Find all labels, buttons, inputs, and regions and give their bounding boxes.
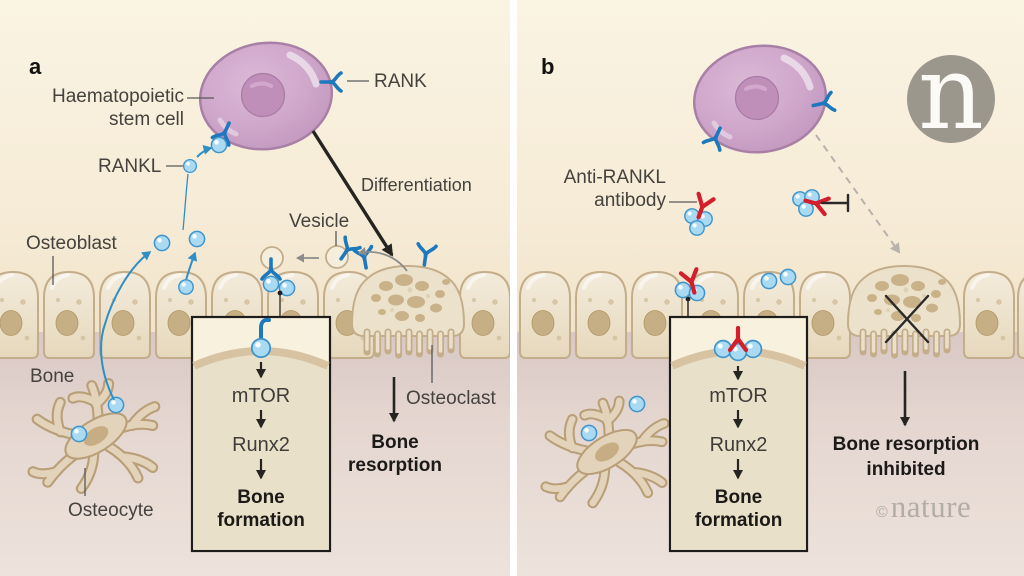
rankl-ball-icon <box>107 396 125 414</box>
osteoclast-b-inhibited <box>848 266 960 355</box>
rank-label: RANK <box>374 71 427 92</box>
rankl-flow-arrows <box>100 144 213 401</box>
anti-rankl-antibody-label: Anti-RANKL antibody <box>538 166 666 212</box>
copyright-symbol: © <box>876 504 888 521</box>
mtor-label-b: mTOR <box>709 385 768 407</box>
hsc-label-line1: Haematopoietic <box>51 86 184 107</box>
bone-resorption-label: Bone resorption <box>334 431 456 477</box>
vesicle-label: Vesicle <box>289 211 350 232</box>
mtor-label-a: mTOR <box>231 385 291 407</box>
copyright-credit: ©nature <box>876 489 971 525</box>
osteocyte-label: Osteocyte <box>68 500 154 521</box>
rankl-ball-icon <box>779 268 797 286</box>
credit-name: nature <box>890 489 972 524</box>
anti-rankl-line2: antibody <box>594 190 666 211</box>
runx2-label-b: Runx2 <box>709 434 768 456</box>
rankl-ball-icon <box>188 230 206 248</box>
bone-resorption-line1: Bone <box>371 432 419 453</box>
signalling-box-a <box>190 315 332 553</box>
anti-rankl-line1: Anti-RANKL <box>563 167 666 188</box>
rankl-ball-icon <box>262 275 280 293</box>
osteoblast-label: Osteoblast <box>26 233 117 254</box>
bone-resorption-inhibited-label: Bone resorption inhibited <box>806 432 1006 482</box>
bone-resorption-line2: resorption <box>348 455 442 476</box>
bone-formation-b-line2: formation <box>694 510 783 531</box>
nature-logo: n <box>907 34 995 153</box>
osteoclast-label: Osteoclast <box>406 388 496 409</box>
differentiation-label: Differentiation <box>361 175 472 195</box>
runx2-label-a: Runx2 <box>232 434 290 456</box>
panel-a-tag: a <box>29 54 42 79</box>
bone-formation-a-line2: formation <box>217 510 305 531</box>
hsc-label: Haematopoietic stem cell <box>32 85 184 131</box>
panel-divider <box>510 0 517 576</box>
rankl-ball-icon <box>250 337 272 359</box>
rankl-ball-icon <box>210 136 228 154</box>
x-mark <box>884 294 930 344</box>
hsc-label-line2: stem cell <box>109 109 184 130</box>
haematopoietic-stem-cell-a <box>198 41 343 154</box>
bone-formation-a-line1: Bone <box>237 487 285 508</box>
rankl-ball-icon <box>760 272 778 290</box>
rankl-ball-icon <box>153 234 171 252</box>
nature-logo-letter: n <box>918 34 984 153</box>
inhibited-line1: Bone resorption <box>832 434 980 455</box>
haematopoietic-stem-cell-b <box>692 44 837 154</box>
inhibited-line2: inhibited <box>866 459 946 480</box>
differentiation-arrow <box>311 130 394 257</box>
rankl-ball-icon <box>628 395 646 413</box>
vesicles-a <box>260 235 408 297</box>
rankl-ball-icon <box>182 158 198 174</box>
signalling-box-b <box>668 315 809 553</box>
rankl-label: RANKL <box>98 156 162 177</box>
panel-b-tag: b <box>541 54 555 79</box>
label-pointer-lines <box>52 80 697 496</box>
rank-receptor-icon <box>259 317 271 344</box>
rankl-ball-icon <box>580 424 598 442</box>
rankl-ball-icon <box>70 425 88 443</box>
blocked-differentiation-arrow <box>815 134 901 254</box>
bone-formation-b-line1: Bone <box>714 487 763 508</box>
rankl-ball-icon <box>178 279 194 295</box>
bone-label: Bone <box>30 366 75 387</box>
bone-formation-label-a: Bone formation <box>192 486 330 532</box>
inhibition-bar <box>820 193 850 213</box>
bone-formation-label-b: Bone formation <box>670 486 807 532</box>
